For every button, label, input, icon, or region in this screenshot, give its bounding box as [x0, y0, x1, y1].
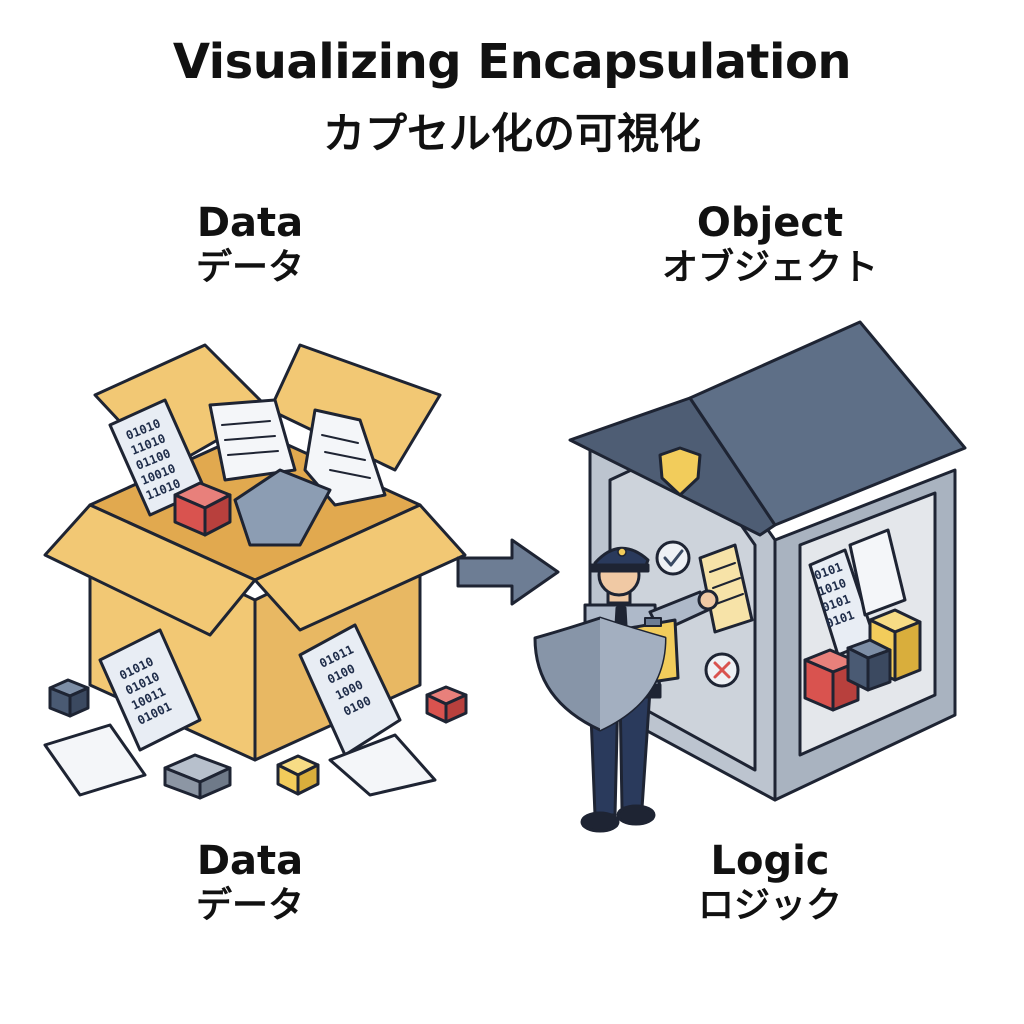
label-data-bottom-en: Data	[196, 838, 304, 884]
check-icon	[655, 540, 691, 576]
title-japanese: カプセル化の可視化	[322, 109, 701, 158]
cube-icon	[425, 685, 468, 724]
document-icon	[43, 723, 147, 797]
emblem-shield-icon	[658, 446, 702, 497]
label-logic-en: Logic	[710, 838, 830, 884]
cube-icon	[276, 754, 320, 796]
label-data-top: Data データ	[150, 200, 350, 290]
document-icon	[303, 408, 387, 507]
label-object-en: Object	[696, 200, 844, 246]
document-icon	[808, 528, 907, 657]
label-data-bottom: Data データ	[150, 838, 350, 928]
label-object-ja: オブジェクト	[661, 247, 878, 288]
cube-icon	[803, 648, 860, 712]
cube-icon	[48, 678, 90, 718]
cube-icon	[846, 638, 892, 692]
title-english: Visualizing Encapsulation	[172, 34, 852, 90]
document-icon	[98, 628, 202, 752]
arrow-right-icon	[456, 538, 560, 606]
document-icon	[298, 623, 437, 797]
label-data-top-ja: データ	[195, 247, 304, 288]
label-object: Object オブジェクト	[620, 200, 920, 290]
label-logic-ja: ロジック	[697, 885, 842, 926]
cube-icon	[163, 753, 232, 800]
label-logic: Logic ロジック	[640, 838, 900, 928]
image-file-icon	[233, 468, 332, 547]
label-data-bottom-ja: データ	[195, 885, 304, 926]
document-icon	[208, 398, 297, 482]
cross-icon	[704, 652, 740, 688]
shield-icon	[533, 616, 667, 732]
label-data-top-en: Data	[196, 200, 304, 246]
cube-icon	[173, 481, 232, 537]
